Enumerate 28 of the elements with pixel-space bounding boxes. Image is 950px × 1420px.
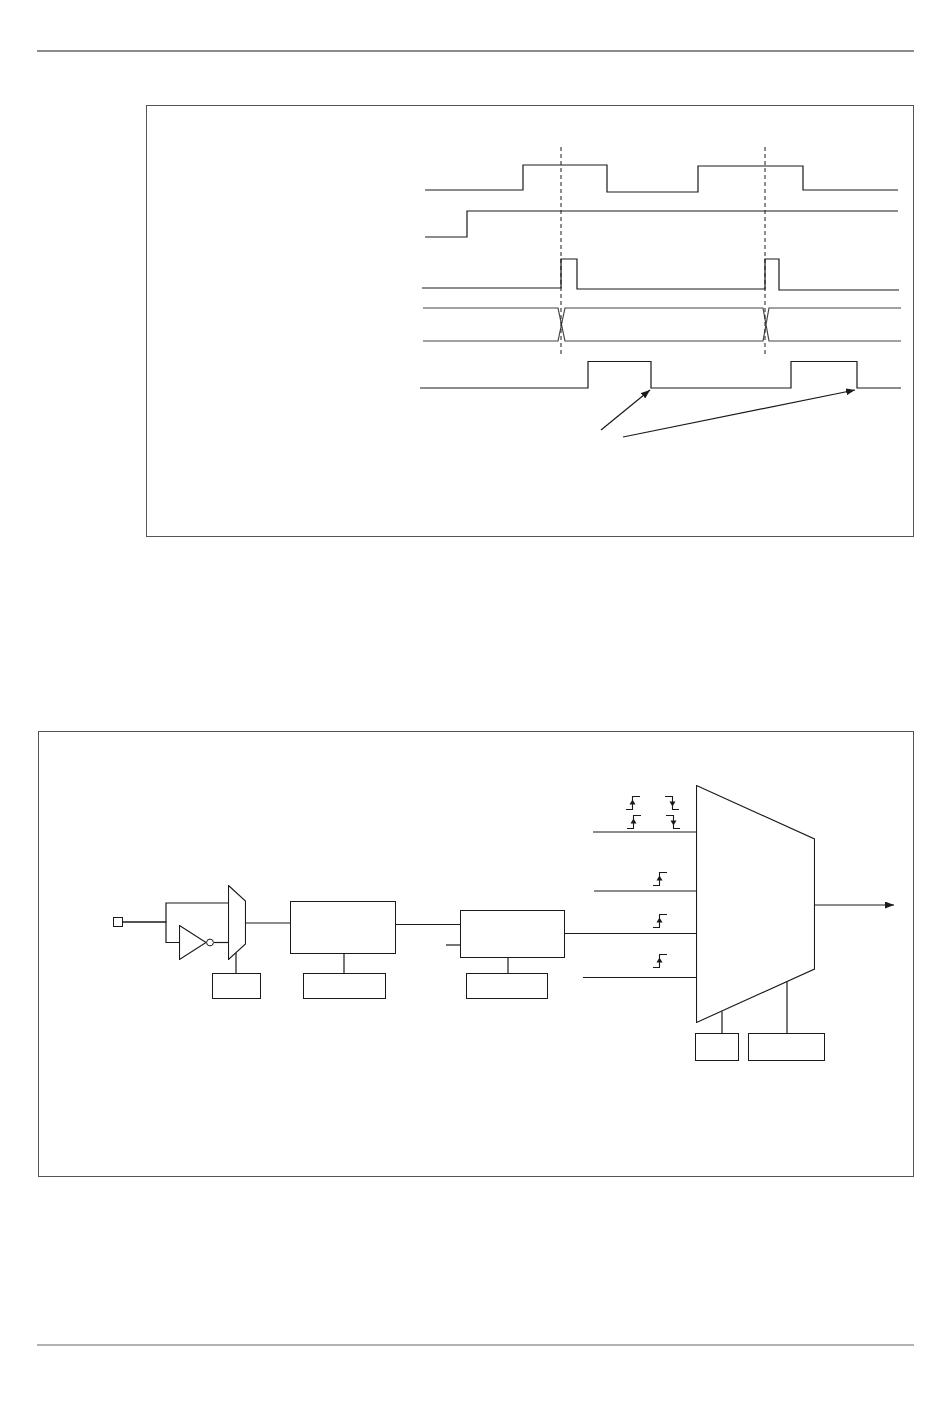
connector-line bbox=[122, 921, 180, 944]
connector-line bbox=[721, 1010, 723, 1034]
pin-pad bbox=[113, 917, 123, 927]
block-box bbox=[695, 1033, 739, 1061]
connector-line bbox=[564, 932, 697, 935]
connector-line bbox=[582, 976, 697, 979]
connector-line bbox=[395, 923, 461, 926]
arrow bbox=[600, 389, 651, 431]
connector-line bbox=[593, 890, 697, 892]
block-box bbox=[748, 1033, 825, 1061]
connector-line bbox=[507, 957, 509, 974]
connector-line bbox=[592, 831, 697, 833]
block-box bbox=[303, 973, 386, 999]
arrow bbox=[622, 388, 856, 438]
waveform bbox=[420, 361, 901, 390]
multiplexer-symbol bbox=[228, 885, 246, 960]
block-box bbox=[290, 901, 396, 954]
block-box bbox=[460, 910, 565, 958]
connector-line bbox=[235, 952, 237, 974]
connector-line bbox=[245, 922, 291, 924]
connector-line bbox=[786, 981, 788, 1034]
connector-line bbox=[445, 944, 461, 946]
block-box bbox=[466, 973, 548, 999]
block-box bbox=[212, 973, 261, 999]
multiplexer-symbol bbox=[696, 785, 815, 1023]
arrow bbox=[814, 901, 895, 909]
connector-line bbox=[343, 953, 345, 974]
inverter-symbol bbox=[179, 925, 214, 960]
